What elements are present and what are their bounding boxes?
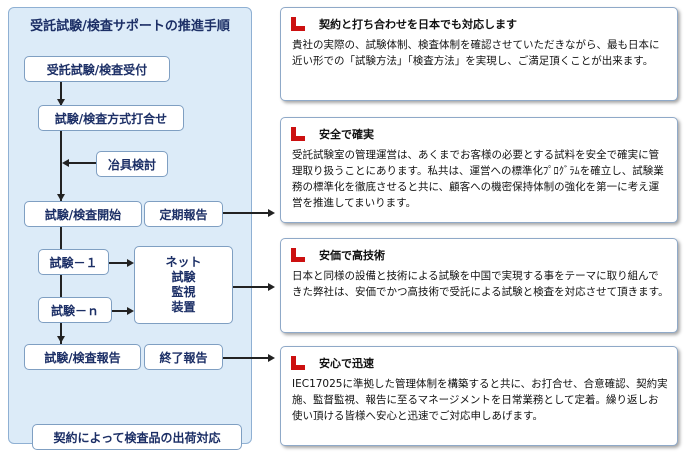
step-test-1: 試験－１ [38, 249, 109, 275]
card-low-cost: 安価で高技術 日本と同様の設備と技術による試験を中国で実現する事をテーマに取り組… [280, 238, 678, 333]
testn-net-line [112, 310, 129, 312]
arrow-to-card-4 [268, 354, 275, 362]
step-meeting: 試験/検査方式打合せ [38, 105, 184, 131]
net-line-1: ネット [165, 255, 202, 269]
card-safety: 安全で確実 受託試験室の管理運営は、あくまでお客様の必要とする試料を安全で確実に… [280, 117, 678, 223]
card-title: 安価で高技術 [319, 249, 385, 262]
arrow-to-card-2 [268, 209, 275, 217]
step-report: 試験/検査報告 [24, 344, 141, 370]
card-title: 安心で迅速 [319, 357, 374, 370]
step-start: 試験/検査開始 [24, 201, 142, 227]
red-corner-icon [291, 356, 305, 370]
arrow-to-report [57, 336, 65, 343]
final-card-line [223, 357, 270, 359]
step-ship: 契約によって検査品の出荷対応 [32, 424, 242, 450]
net-line-4: 装置 [171, 300, 196, 314]
arrow-to-net-1 [127, 259, 134, 267]
red-corner-icon [291, 17, 305, 31]
step-net-monitor: ネット 試験 監視 装置 [134, 246, 233, 324]
card-body: 受託試験室の管理運営は、あくまでお客様の必要とする試料を安全で確実に管理取り扱う… [292, 149, 664, 209]
card-speed: 安心で迅速 IEC17025に準拠した管理体制を構築すると共に、お打合せ、合意確… [280, 346, 678, 446]
arrow-from-jig [62, 159, 69, 167]
arrow-to-start [57, 194, 65, 201]
net-line-3: 監視 [171, 285, 196, 299]
card-contract: 契約と打ち合わせを日本でも対応します 貴社の実際の、試験体制、検査体制を確認させ… [280, 7, 678, 101]
card-title: 安全で確実 [319, 128, 374, 141]
net-card-line [233, 286, 270, 288]
periodic-card-line [223, 212, 270, 214]
test1-net-line [109, 262, 129, 264]
arrow-to-net-n [127, 307, 134, 315]
step-test-n: 試験－ｎ [38, 297, 112, 323]
card-body: 日本と同様の設備と技術による試験を中国で実現する事をテーマに取り組んできた弊社は… [292, 270, 669, 298]
jig-line [68, 162, 96, 164]
flow-title: 受託試験/検査サポートの推進手順 [30, 19, 230, 34]
card-title: 契約と打ち合わせを日本でも対応します [319, 18, 517, 31]
red-corner-icon [291, 248, 305, 262]
arrow-to-card-3 [268, 283, 275, 291]
card-body: IEC17025に準拠した管理体制を構築すると共に、お打合せ、合意確認、契約実施… [292, 378, 668, 422]
card-body: 貴社の実際の、試験体制、検査体制を確認させていただきながら、最も日本に近い形での… [292, 39, 660, 67]
step-accept: 受託試験/検査受付 [24, 56, 170, 82]
step-final: 終了報告 [144, 344, 223, 370]
step-periodic: 定期報告 [144, 201, 223, 227]
net-line-2: 試験 [171, 270, 196, 284]
red-corner-icon [291, 127, 305, 141]
step-jig: 冶具検討 [96, 151, 168, 177]
arrow-to-meeting [57, 99, 65, 106]
